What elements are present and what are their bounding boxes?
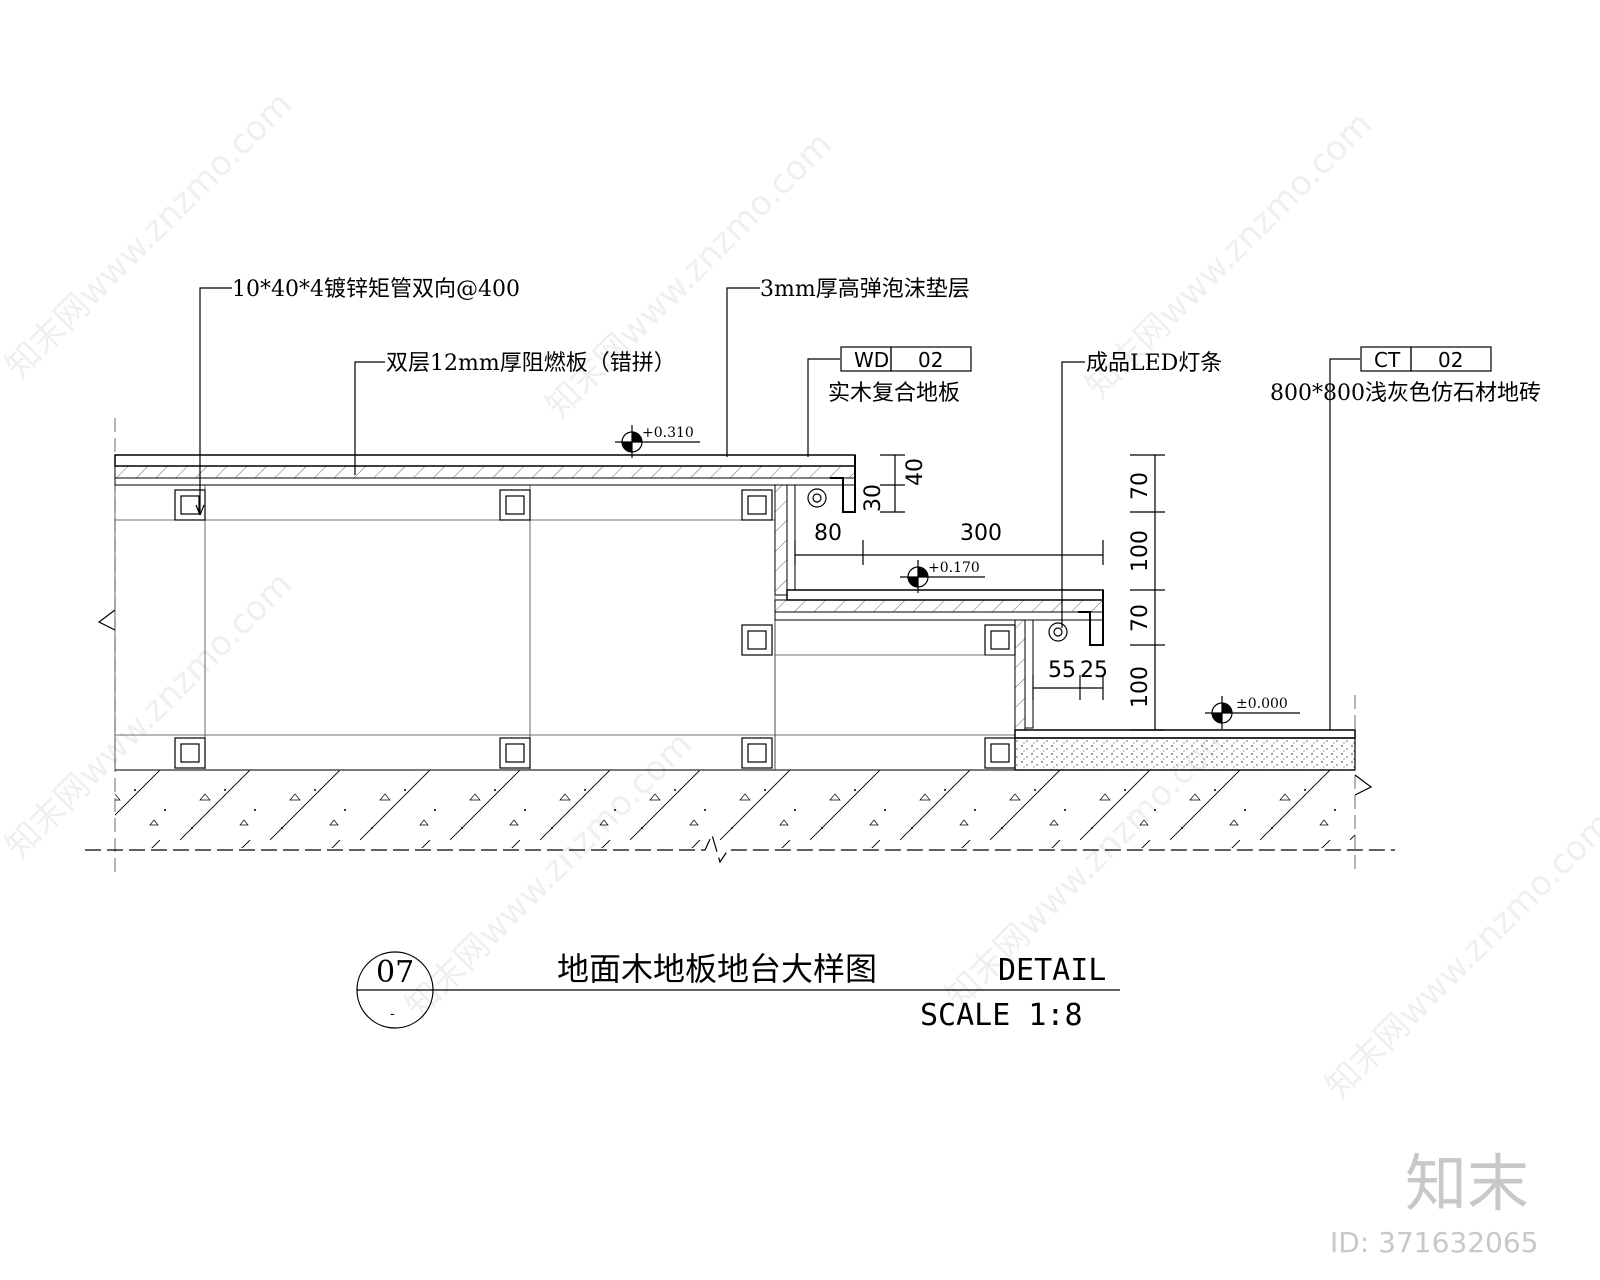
drawing-title-cn: 地面木地板地台大样图 xyxy=(557,950,877,988)
watermark: 知末网www.znzmo.com xyxy=(538,124,840,426)
tag-ct: CT 02 xyxy=(1360,346,1492,372)
tag-wd-code: WD xyxy=(854,348,889,372)
dim-v-70a: 70 xyxy=(1128,472,1153,500)
brand-logo: 知末 xyxy=(1405,1147,1529,1220)
dim-v-100b: 100 xyxy=(1128,666,1153,708)
dimension-lines xyxy=(794,454,1165,731)
dim-h-25: 25 xyxy=(1080,658,1108,683)
detail-sheet: - xyxy=(390,1006,395,1022)
tag-ct-code: CT xyxy=(1374,348,1401,372)
annotations: 10*40*4镀锌矩管双向@400 双层12mm厚阻燃板（错拼） 3mm厚高弹泡… xyxy=(232,277,1541,406)
concrete-slab xyxy=(115,769,1355,848)
label-foam-layer: 3mm厚高弹泡沫垫层 xyxy=(760,277,970,302)
tag-ct-num: 02 xyxy=(1438,348,1463,372)
dim-v-30: 30 xyxy=(861,484,886,512)
dim-v-40: 40 xyxy=(903,458,928,486)
branding: 知末 ID: 371632065 xyxy=(1330,1147,1538,1259)
tag-wd-num: 02 xyxy=(918,348,943,372)
elevation-middle-label: +0.170 xyxy=(928,560,980,576)
dim-v-70b: 70 xyxy=(1128,604,1153,632)
image-id: ID: 371632065 xyxy=(1330,1226,1538,1259)
elevation-marker-middle: +0.170 xyxy=(900,560,985,593)
ground-tile-layers xyxy=(1014,729,1356,771)
tag-wd: WD 02 xyxy=(840,346,972,372)
label-fire-board: 双层12mm厚阻燃板（错拼） xyxy=(386,351,676,376)
label-floor-tile: 800*800浅灰色仿石材地砖 xyxy=(1270,381,1541,406)
material-tags: WD 02 CT 02 xyxy=(840,346,1492,372)
label-led-strip: 成品LED灯条 xyxy=(1086,351,1222,376)
detail-number: 07 xyxy=(376,955,414,990)
dim-v-100a: 100 xyxy=(1128,530,1153,572)
label-wood-floor: 实木复合地板 xyxy=(828,381,960,406)
drawing-title-en: DETAIL xyxy=(998,953,1106,988)
label-steel-tube: 10*40*4镀锌矩管双向@400 xyxy=(232,277,520,302)
dim-h-80: 80 xyxy=(814,521,842,546)
upper-floor-layers xyxy=(114,454,856,596)
drawing-scale: SCALE 1:8 xyxy=(920,998,1083,1033)
elevation-marker-top: +0.310 xyxy=(615,425,700,458)
dim-h-55: 55 xyxy=(1048,658,1076,683)
dim-h-300: 300 xyxy=(960,521,1002,546)
leader-lines xyxy=(195,287,1360,730)
title-block: 07 - 地面木地板地台大样图 DETAIL SCALE 1:8 xyxy=(356,950,1120,1033)
elevation-top-label: +0.310 xyxy=(642,425,694,441)
elevation-markers: +0.310 +0.170 ±0.000 xyxy=(615,425,1300,729)
watermark: 知末网www.znzmo.com xyxy=(0,84,300,386)
elevation-marker-ground: ±0.000 xyxy=(1205,696,1300,729)
steel-tube-sections xyxy=(174,489,1016,769)
middle-step-layers xyxy=(774,589,1104,731)
elevation-ground-label: ±0.000 xyxy=(1236,696,1288,712)
dimension-labels: 40 30 80 300 55 25 70 100 70 100 xyxy=(814,458,1153,708)
